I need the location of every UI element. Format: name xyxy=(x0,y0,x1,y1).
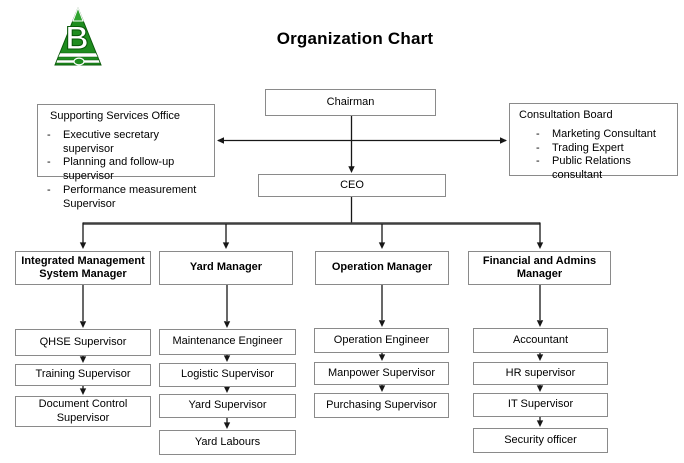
sub-box-hr-supervisor: HR supervisor xyxy=(473,362,608,385)
chairman-label: Chairman xyxy=(326,95,375,108)
manager-box-operation: Operation Manager xyxy=(315,251,449,285)
consultation-board-item: Marketing Consultant xyxy=(510,128,677,142)
manager-box-financial: Financial and Admins Manager xyxy=(468,251,611,285)
sub-box-operation-engineer: Operation Engineer xyxy=(314,328,449,353)
sub-box-it-supervisor: IT Supervisor xyxy=(473,393,608,417)
sub-box-qhse-supervisor: QHSE Supervisor xyxy=(15,329,151,356)
supporting-services-box: Supporting Services Office Executive sec… xyxy=(37,104,215,210)
sub-box-purchasing-supervisor: Purchasing Supervisor xyxy=(314,393,449,418)
supporting-services-title: Supporting Services Office xyxy=(50,110,181,122)
logo-letter: B xyxy=(65,20,88,56)
sub-box-yard-labours: Yard Labours xyxy=(159,430,296,455)
supporting-services-list: Executive secretary supervisor Planning … xyxy=(38,129,214,212)
manager-box-integrated-management: Integrated Management System Manager xyxy=(15,251,151,285)
org-chart-title: Organization Chart xyxy=(276,29,434,48)
consultation-board-title: Consultation Board xyxy=(519,109,613,121)
supporting-services-item: Planning and follow-up supervisor xyxy=(38,156,214,184)
sub-box-yard-supervisor: Yard Supervisor xyxy=(159,394,296,418)
sub-box-maintenance-engineer: Maintenance Engineer xyxy=(159,329,296,355)
sub-box-logistic-supervisor: Logistic Supervisor xyxy=(159,363,296,387)
chairman-box: Chairman xyxy=(265,89,436,116)
ceo-box: CEO xyxy=(258,174,446,197)
sub-box-training-supervisor: Training Supervisor xyxy=(15,364,151,386)
sub-box-accountant: Accountant xyxy=(473,328,608,353)
sub-box-document-control-supervisor: Document Control Supervisor xyxy=(15,396,151,427)
consultation-board-box: Consultation Board Marketing Consultant … xyxy=(509,103,678,181)
sub-box-manpower-supervisor: Manpower Supervisor xyxy=(314,362,449,385)
sub-box-security-officer: Security officer xyxy=(473,428,608,453)
manager-box-yard: Yard Manager xyxy=(159,251,293,285)
supporting-services-item: Performance measurement Supervisor xyxy=(38,184,214,212)
company-logo: B xyxy=(54,7,102,66)
consultation-board-item: Trading Expert xyxy=(510,142,677,156)
ceo-label: CEO xyxy=(340,178,364,191)
supporting-services-item: Executive secretary supervisor xyxy=(38,129,214,157)
consultation-board-list: Marketing Consultant Trading Expert Publ… xyxy=(510,128,677,183)
consultation-board-item: Public Relations consultant xyxy=(510,155,677,183)
